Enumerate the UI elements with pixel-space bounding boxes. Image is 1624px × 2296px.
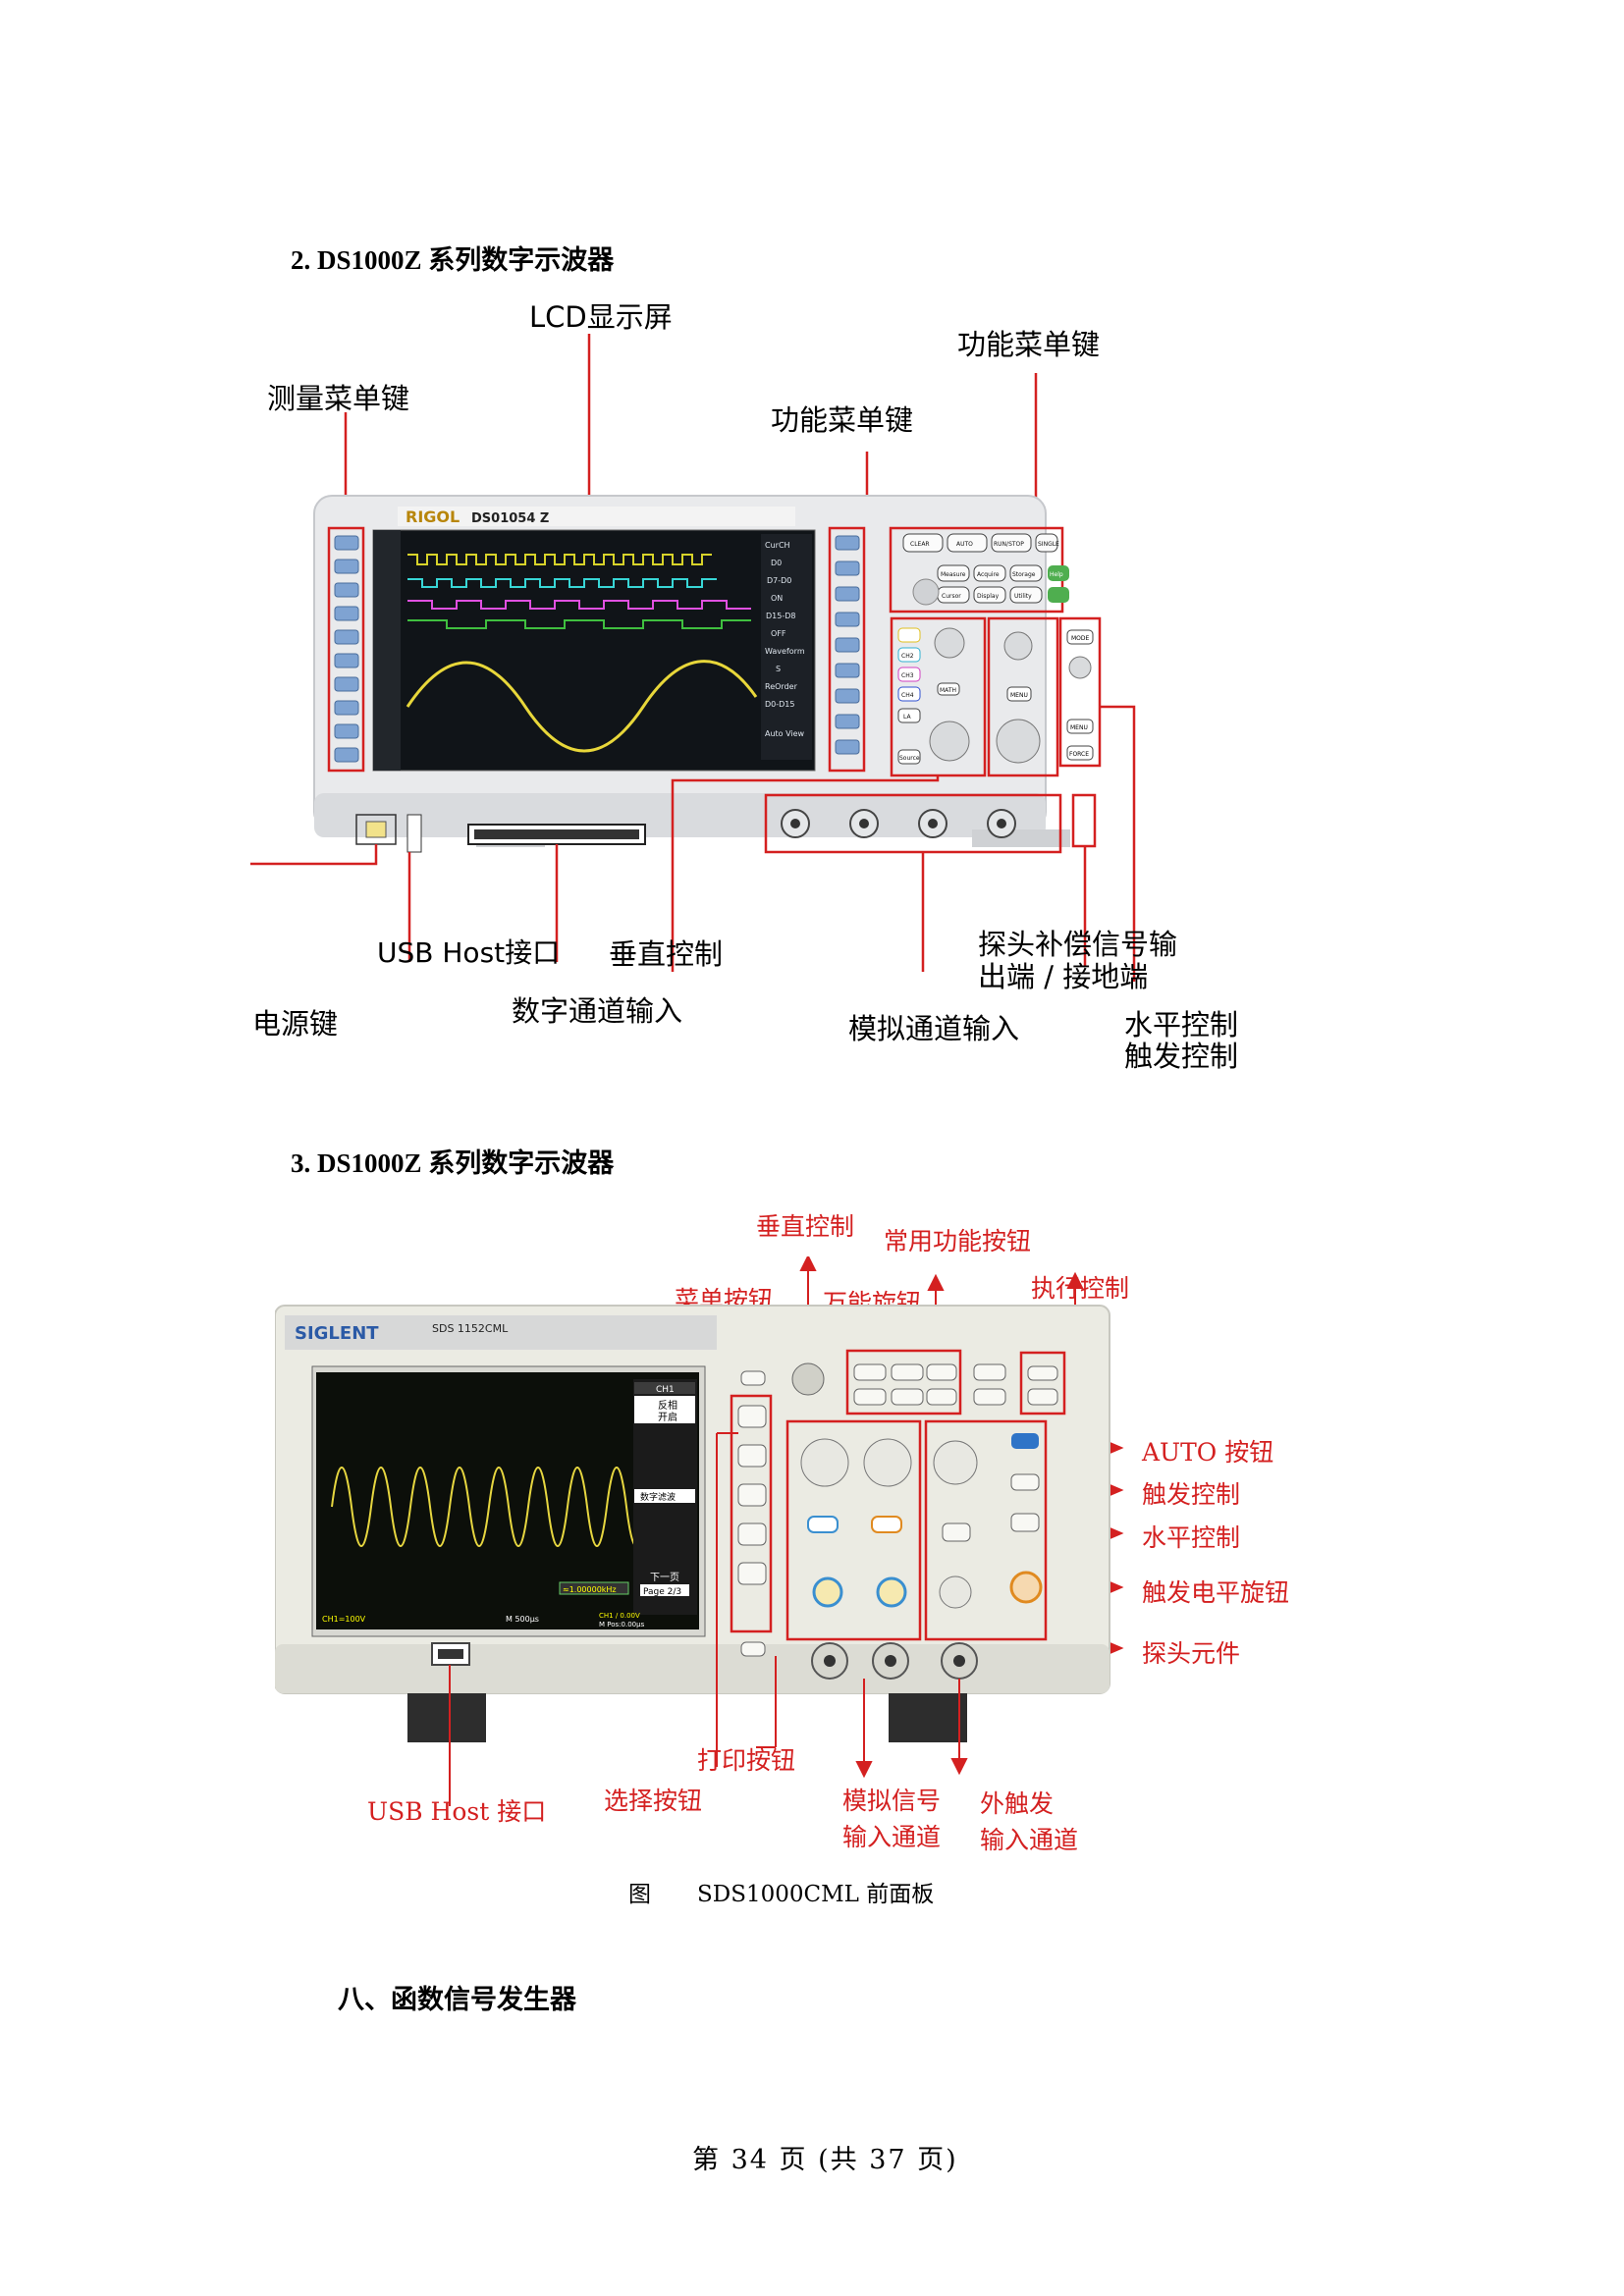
cursor-button[interactable]: Cursor <box>942 593 961 600</box>
section3-heading: 3. DS1000Z 系列数字示波器 <box>291 1148 615 1178</box>
screen-page: Page 2/3 <box>643 1587 681 1597</box>
softkey-text: ON <box>771 594 783 603</box>
la-button[interactable]: LA <box>903 714 911 721</box>
softkey-text: Auto View <box>765 729 805 738</box>
source-button[interactable]: Source <box>899 755 920 762</box>
label-s3-probe: 探头元件 <box>1142 1639 1241 1668</box>
screen-mpos: M Pos:0.00μs <box>599 1621 645 1629</box>
label-usb-host: USB Host接口 <box>377 936 561 969</box>
page-footer: 第 34 页 (共 37 页) <box>692 2145 958 2175</box>
screen-ch1-value: CH1 / 0.00V <box>599 1612 640 1620</box>
help-button[interactable]: Help <box>1050 571 1063 578</box>
storage-button[interactable]: Storage <box>1012 571 1036 578</box>
horizontal-menu-button[interactable]: MENU <box>1010 692 1028 699</box>
label-power: 电源键 <box>252 1007 339 1041</box>
single-button[interactable]: SINGLE <box>1038 541 1059 548</box>
label-s3-select-btn: 选择按钮 <box>604 1787 703 1815</box>
mode-button[interactable]: MODE <box>1071 635 1090 642</box>
softkey-text: ReOrder <box>765 682 798 691</box>
label-s3-common-func: 常用功能按钮 <box>884 1227 1032 1255</box>
label-digital-input: 数字通道输入 <box>512 994 683 1028</box>
label-s3-ext-l2: 输入通道 <box>980 1826 1079 1854</box>
label-s3-trigger: 触发控制 <box>1142 1480 1241 1509</box>
softkey-text: OFF <box>771 629 786 638</box>
screen-ch-info: CH1=100V <box>322 1615 366 1624</box>
siglent-model: SDS 1152CML <box>432 1322 509 1335</box>
softkey-text: D0 <box>771 559 782 567</box>
acquire-button[interactable]: Acquire <box>977 571 1000 578</box>
softkey-text: D7-D0 <box>767 576 791 585</box>
figure-caption-prefix: 图 <box>628 1882 651 1907</box>
label-probe-line2: 出端 / 接地端 <box>978 960 1149 993</box>
label-probe-line1: 探头补偿信号输 <box>978 928 1178 961</box>
label-func-menu-top: 功能菜单键 <box>957 328 1101 361</box>
label-measure-menu: 测量菜单键 <box>267 382 410 415</box>
label-s3-analog-l2: 输入通道 <box>842 1823 942 1851</box>
label-analog-input: 模拟通道输入 <box>848 1012 1020 1045</box>
label-func-menu-mid: 功能菜单键 <box>771 403 914 437</box>
label-trigger-control: 触发控制 <box>1124 1040 1239 1073</box>
screen-next-page: 下一页 <box>650 1572 679 1583</box>
label-lcd: LCD显示屏 <box>529 300 673 334</box>
siglent-brand: SIGLENT <box>295 1323 379 1344</box>
math-button[interactable]: MATH <box>940 687 956 694</box>
label-s3-auto-btn: AUTO 按钮 <box>1142 1438 1274 1467</box>
display-button[interactable]: Display <box>977 593 1000 600</box>
rigol-oscilloscope-figure: RIGOL DS01054 Z CurCH D0 D7-D0 ON D15-D8… <box>250 334 1136 982</box>
screen-timebase: M 500μs <box>506 1615 539 1624</box>
trigger-menu-button[interactable]: MENU <box>1070 724 1088 731</box>
softkey-text: S <box>776 665 781 673</box>
utility-button[interactable]: Utility <box>1014 593 1032 600</box>
screen-digital-filter: 数字滤波 <box>640 1491 676 1503</box>
force-button[interactable]: FORCE <box>1069 751 1089 758</box>
rigol-model: DS01054 Z <box>471 511 549 526</box>
ch2-button[interactable]: CH2 <box>901 653 914 660</box>
section2-heading: 2. DS1000Z 系列数字示波器 <box>291 245 615 275</box>
softkey-text: D15-D8 <box>766 612 795 620</box>
ch4-button[interactable]: CH4 <box>901 692 914 699</box>
screen-invert: 反相 <box>658 1399 677 1412</box>
label-s3-usb-host: USB Host 接口 <box>367 1797 547 1826</box>
screen-menu-title: CH1 <box>656 1385 675 1395</box>
auto-button[interactable]: AUTO <box>956 541 973 548</box>
softkey-text: D0-D15 <box>765 700 794 709</box>
ch3-button[interactable]: CH3 <box>901 672 914 679</box>
screen-on: 开启 <box>658 1411 677 1423</box>
screen-frequency: ≈1.00000kHz <box>563 1585 617 1594</box>
label-s3-analog-l1: 模拟信号 <box>842 1787 942 1815</box>
measure-button[interactable]: Measure <box>941 571 966 578</box>
label-s3-trig-level: 触发电平旋钮 <box>1142 1578 1290 1607</box>
softkey-text: CurCH <box>765 541 790 550</box>
clear-button[interactable]: CLEAR <box>910 541 930 548</box>
label-s3-print-btn: 打印按钮 <box>697 1746 796 1775</box>
section8-heading: 八、函数信号发生器 <box>338 1985 576 2014</box>
siglent-oscilloscope-figure: SIGLENT SDS 1152CML CH1 反相 开启 数字滤波 下一页 P… <box>275 1256 1124 1806</box>
rigol-brand: RIGOL <box>406 507 460 526</box>
softkey-text: Waveform <box>765 647 805 656</box>
figure-caption: SDS1000CML 前面板 <box>697 1882 935 1907</box>
label-s3-vertical: 垂直控制 <box>756 1212 855 1241</box>
runstop-button[interactable]: RUN/STOP <box>994 541 1024 548</box>
label-s3-horizontal: 水平控制 <box>1142 1523 1241 1552</box>
label-horizontal-control: 水平控制 <box>1124 1008 1239 1041</box>
label-vertical-control: 垂直控制 <box>609 937 724 971</box>
label-s3-ext-l1: 外触发 <box>980 1789 1055 1818</box>
